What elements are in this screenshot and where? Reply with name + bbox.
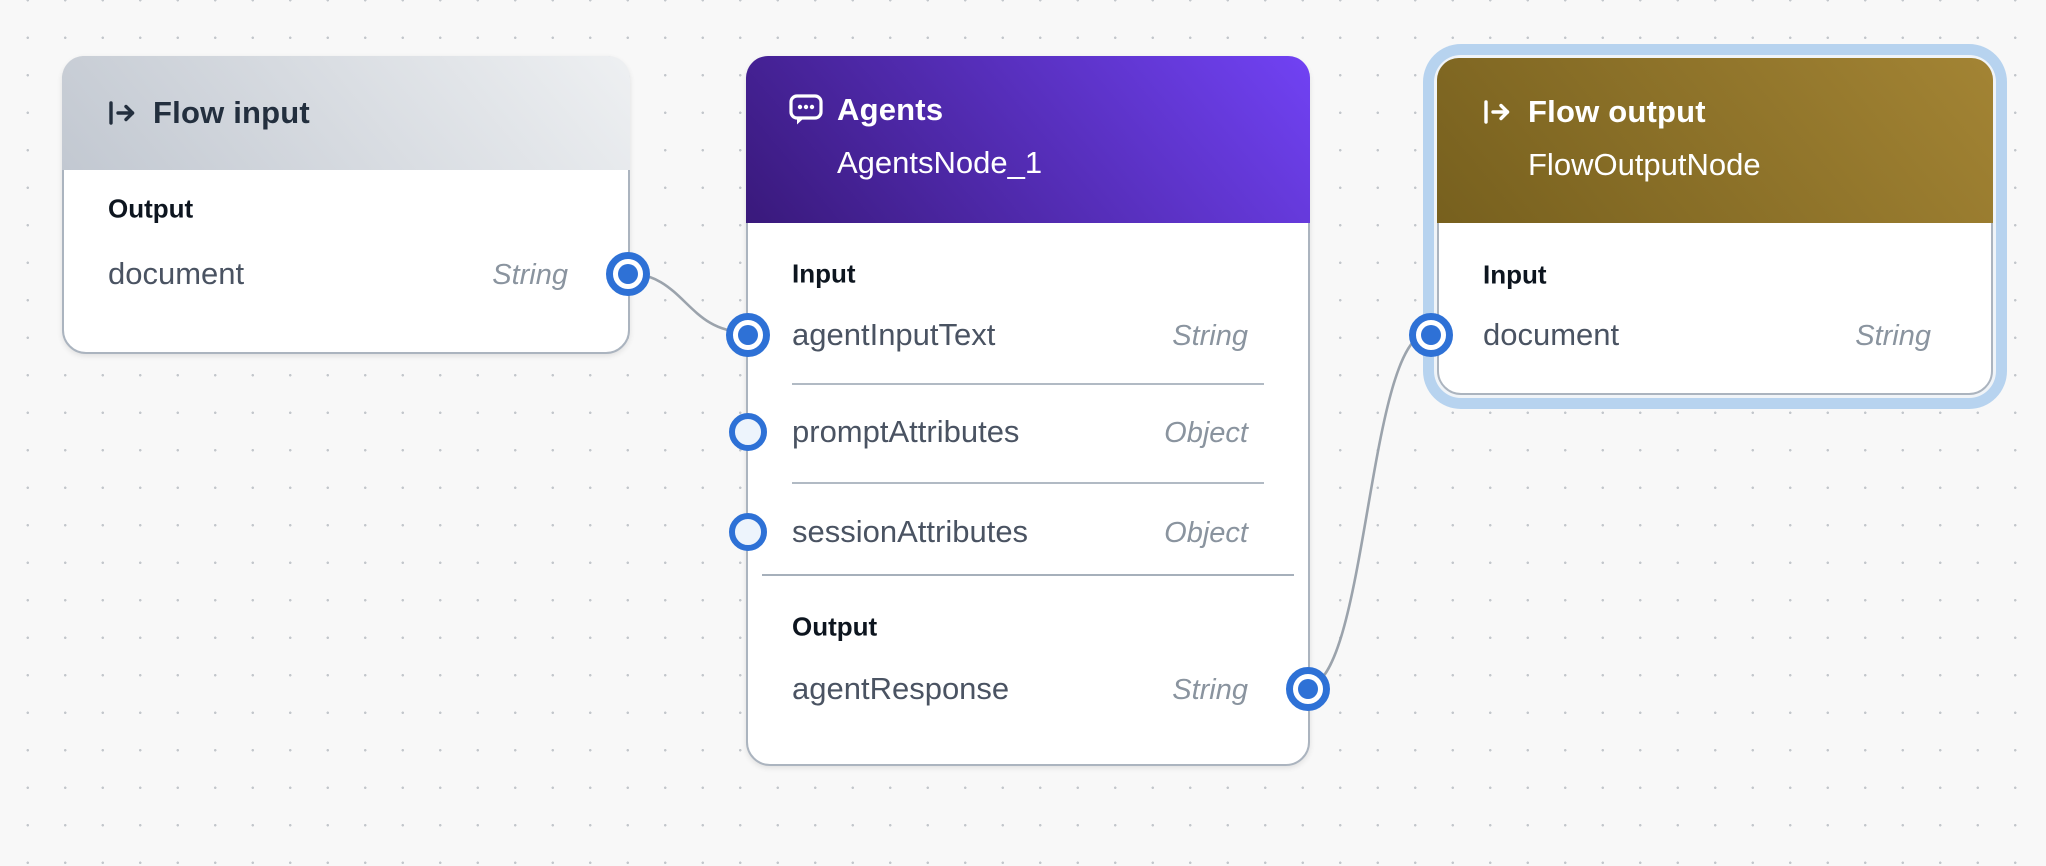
section-divider — [762, 574, 1294, 576]
section-label: Output — [108, 193, 194, 224]
node-row: agentInputText String — [792, 317, 1248, 353]
port-document-input[interactable] — [1409, 313, 1453, 357]
node-title: Flow input — [153, 95, 310, 130]
section-label: Output — [792, 611, 878, 642]
row-name: agentInputText — [792, 317, 996, 352]
row-type: String — [492, 259, 568, 291]
row-name: document — [108, 256, 245, 291]
port-agentResponse-output[interactable] — [1286, 667, 1330, 711]
node-header: Flow output FlowOutputNode — [1437, 58, 1993, 223]
flow-input-icon — [104, 96, 140, 130]
row-divider — [792, 383, 1264, 385]
port-sessionAttributes-input[interactable] — [729, 513, 767, 551]
node-title: Agents — [837, 92, 944, 127]
row-name: document — [1483, 317, 1620, 352]
node-flow-output[interactable]: Flow output FlowOutputNode Input documen… — [1409, 58, 1993, 395]
row-name: promptAttributes — [792, 414, 1020, 449]
node-flow-input[interactable]: Flow input Output document String — [62, 56, 650, 354]
section-label: Input — [1483, 259, 1547, 290]
row-type: String — [1172, 320, 1248, 352]
node-row: sessionAttributes Object — [792, 514, 1248, 550]
port-document-output[interactable] — [606, 252, 650, 296]
row-type: Object — [1164, 417, 1248, 449]
node-row: agentResponse String — [792, 671, 1248, 707]
row-name: sessionAttributes — [792, 514, 1029, 549]
port-agentInputText-input[interactable] — [726, 313, 770, 357]
port-promptAttributes-input[interactable] — [729, 413, 767, 451]
connection-line-agents-to-output[interactable] — [1305, 331, 1430, 689]
row-name: agentResponse — [792, 671, 1010, 706]
node-agents[interactable]: Agents AgentsNode_1 Input agentInputText… — [726, 56, 1330, 766]
node-header: Flow input — [62, 56, 630, 170]
row-type: String — [1855, 320, 1931, 352]
agents-chat-icon — [788, 93, 824, 127]
node-row: document String — [1483, 317, 1931, 353]
row-type: String — [1172, 674, 1248, 706]
node-title: Flow output — [1528, 94, 1706, 129]
row-divider — [792, 482, 1264, 484]
node-subtitle: AgentsNode_1 — [837, 145, 1043, 180]
node-subtitle: FlowOutputNode — [1528, 147, 1761, 182]
flow-output-icon — [1479, 95, 1515, 129]
row-type: Object — [1164, 517, 1248, 549]
section-label: Input — [792, 258, 856, 289]
node-row: document String — [108, 256, 568, 292]
node-header: Agents AgentsNode_1 — [746, 56, 1310, 223]
node-row: promptAttributes Object — [792, 414, 1248, 450]
